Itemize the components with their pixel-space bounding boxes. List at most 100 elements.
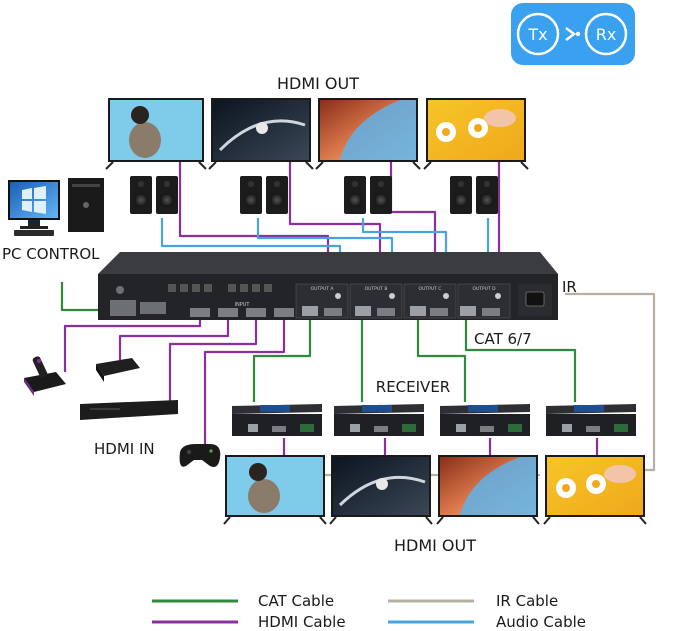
dot-icon: [575, 31, 581, 37]
rs232-port: [110, 300, 136, 316]
legend-item-audio: Audio Cable: [388, 613, 586, 631]
flower-center: [474, 124, 482, 132]
pc-computer: [8, 178, 104, 236]
receiver-brand-label: [574, 405, 604, 412]
tv-stand: [543, 516, 647, 525]
hdmi-out-top-label: HDMI OUT: [277, 74, 359, 93]
power-connector: [508, 424, 522, 432]
rx-text: Rx: [596, 25, 617, 44]
audio-jack-icon: [443, 293, 449, 299]
rj45-port: [248, 424, 258, 432]
woofer: [134, 193, 148, 207]
tv-top-3: [315, 98, 421, 170]
cat-photo: [129, 122, 161, 158]
legend-label: CAT Cable: [258, 592, 334, 610]
ir-port: [168, 284, 176, 292]
hdmi-input-port: [190, 308, 210, 317]
tv-bottom-1: [223, 455, 327, 525]
receiver-4: [546, 404, 636, 436]
game-controller-icon: [179, 444, 221, 467]
bottom-tv-row: [223, 455, 647, 525]
woofer: [454, 193, 468, 207]
tv-top-4: [423, 98, 529, 170]
tx-text: Tx: [527, 25, 547, 44]
astronaut-shape: [256, 122, 268, 134]
output-label: OUTPUT A: [311, 286, 335, 292]
power-connector: [402, 424, 416, 432]
dog-photo: [131, 106, 149, 124]
hdmi-port: [374, 426, 388, 432]
receiver-3: [440, 404, 530, 436]
legend-item-hdmi: HDMI Cable: [152, 613, 346, 631]
remote-control: [32, 356, 48, 378]
receiver-1: [232, 404, 322, 436]
ir-port: [228, 284, 236, 292]
astronaut-shape: [376, 478, 388, 490]
tv-stand: [223, 516, 327, 525]
receiver-row: [232, 404, 636, 436]
speaker-pair-4: [450, 176, 498, 214]
tweeter: [138, 181, 144, 187]
hand-shape: [604, 465, 636, 483]
cat-label: CAT 6/7: [474, 330, 532, 348]
flower-center: [592, 480, 600, 488]
hdmi-port: [480, 426, 494, 432]
ir-label: IR: [562, 278, 577, 296]
output-label: OUTPUT D: [472, 286, 496, 292]
tweeter: [274, 181, 280, 187]
speaker-pair-1: [130, 176, 178, 214]
tv-stand: [423, 161, 529, 170]
pc-control-label: PC CONTROL: [2, 245, 100, 263]
power-connector: [614, 424, 628, 432]
control-port: [140, 302, 166, 314]
matrix-top-face: [98, 252, 558, 274]
rx-circle: [584, 12, 628, 56]
rj45-port: [302, 306, 318, 316]
audio-jack-icon: [335, 293, 341, 299]
speaker-pair-2: [240, 176, 288, 214]
tweeter: [458, 181, 464, 187]
rj45-port: [355, 306, 371, 316]
hdmi-port: [586, 426, 600, 432]
arrow-right-icon: [565, 27, 577, 41]
ir-port: [252, 284, 260, 292]
cat-cable-rx3: [416, 318, 467, 402]
woofer: [374, 193, 388, 207]
rj45-port: [350, 424, 360, 432]
woofer: [348, 193, 362, 207]
hdmi-output-port: [430, 308, 448, 316]
cat-photo: [248, 479, 280, 513]
tweeter: [164, 181, 170, 187]
speaker-pair-3: [344, 176, 392, 214]
hand-shape: [484, 109, 516, 127]
sky-shape: [340, 100, 416, 160]
media-player-box: [96, 358, 140, 376]
legend: CAT Cable HDMI Cable IR Cable Audio Cabl…: [152, 592, 586, 631]
rj45-port: [410, 306, 426, 316]
output-group-b: OUTPUT B: [349, 283, 403, 319]
tv-top-1: [105, 98, 207, 170]
hdmi-output-port: [482, 308, 500, 316]
hdmi-input-port: [274, 308, 294, 317]
bluray-player: [80, 400, 178, 420]
receiver-2: [334, 404, 424, 436]
receiver-brand-label: [362, 405, 392, 412]
hdmi-input-port: [218, 308, 238, 317]
tx-circle: [516, 12, 560, 56]
remote-button-icon: [37, 359, 41, 363]
hdmi-output-port: [377, 308, 395, 316]
ir-cable: [565, 292, 656, 472]
power-connector: [300, 424, 314, 432]
streaming-box-side: [24, 378, 34, 396]
ir-port: [204, 284, 212, 292]
power-icon: [83, 202, 89, 208]
ir-port: [192, 284, 200, 292]
woofer: [244, 193, 258, 207]
receiver-brand-label: [468, 405, 498, 412]
tv-bottom-3: [436, 455, 540, 525]
hdmi-in-cable-3: [168, 318, 258, 404]
hdmi-in-cable-2: [118, 318, 230, 360]
cat-cable-rx1: [252, 318, 312, 402]
